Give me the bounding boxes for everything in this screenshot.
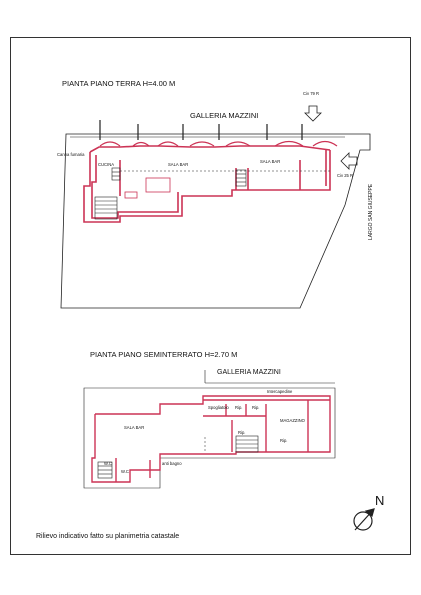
label-anti-bagno: anti bagno bbox=[162, 461, 182, 466]
civic-number-side: Civ 25 R bbox=[337, 173, 354, 178]
label-rip-1: Rip. bbox=[235, 405, 243, 410]
ground-floor-counter bbox=[124, 177, 171, 199]
footer-note: Rilievo indicativo fatto su planimetria … bbox=[36, 533, 180, 540]
label-rip-2: Rip. bbox=[252, 405, 260, 410]
label-sala-bar-basement: SALA BAR bbox=[124, 425, 145, 430]
label-sala-bar-2: SALA BAR bbox=[260, 159, 281, 164]
entrance-arrow-side bbox=[340, 152, 358, 170]
label-intercapedine: Intercapedine bbox=[267, 389, 293, 394]
basement-title: PIANTA PIANO SEMINTERRATO H=2.70 M bbox=[90, 350, 238, 359]
civic-number-top: Civ 79 R bbox=[303, 91, 320, 96]
ground-floor-gallery-label: GALLERIA MAZZINI bbox=[190, 111, 259, 120]
ground-floor-title: PIANTA PIANO TERRA H=4.00 M bbox=[62, 79, 176, 88]
label-canna-fumaria: Canna fumaria bbox=[57, 152, 85, 157]
ground-floor-stairs bbox=[94, 167, 247, 220]
label-rip-4: Rip. bbox=[238, 430, 246, 435]
label-cucina: CUCINA bbox=[98, 162, 115, 167]
gallery-arches bbox=[99, 140, 338, 147]
ground-floor-site-outline bbox=[60, 133, 371, 309]
label-magazzino: MAGAZZINO bbox=[280, 418, 305, 423]
label-sala-bar-1: SALA BAR bbox=[168, 162, 189, 167]
basement-walls bbox=[91, 395, 331, 483]
north-arrow-icon bbox=[353, 508, 375, 531]
sheet-frame bbox=[10, 37, 411, 555]
ground-floor-walls bbox=[83, 145, 331, 223]
basement-stairs bbox=[97, 435, 259, 479]
north-label: N bbox=[375, 493, 385, 508]
gallery-pillars bbox=[99, 120, 303, 140]
label-wc-1: W.C bbox=[104, 461, 112, 466]
label-spogliatoio: Spogliatoio bbox=[208, 405, 229, 410]
largo-san-giuseppe-label: LARGO SAN GIUSEPPE bbox=[368, 183, 374, 240]
label-wc-2: W.C bbox=[121, 469, 129, 474]
entrance-arrow-top bbox=[304, 105, 322, 122]
basement-gallery-label: GALLERIA MAZZINI bbox=[217, 369, 281, 376]
label-rip-3: Rip. bbox=[280, 438, 288, 443]
